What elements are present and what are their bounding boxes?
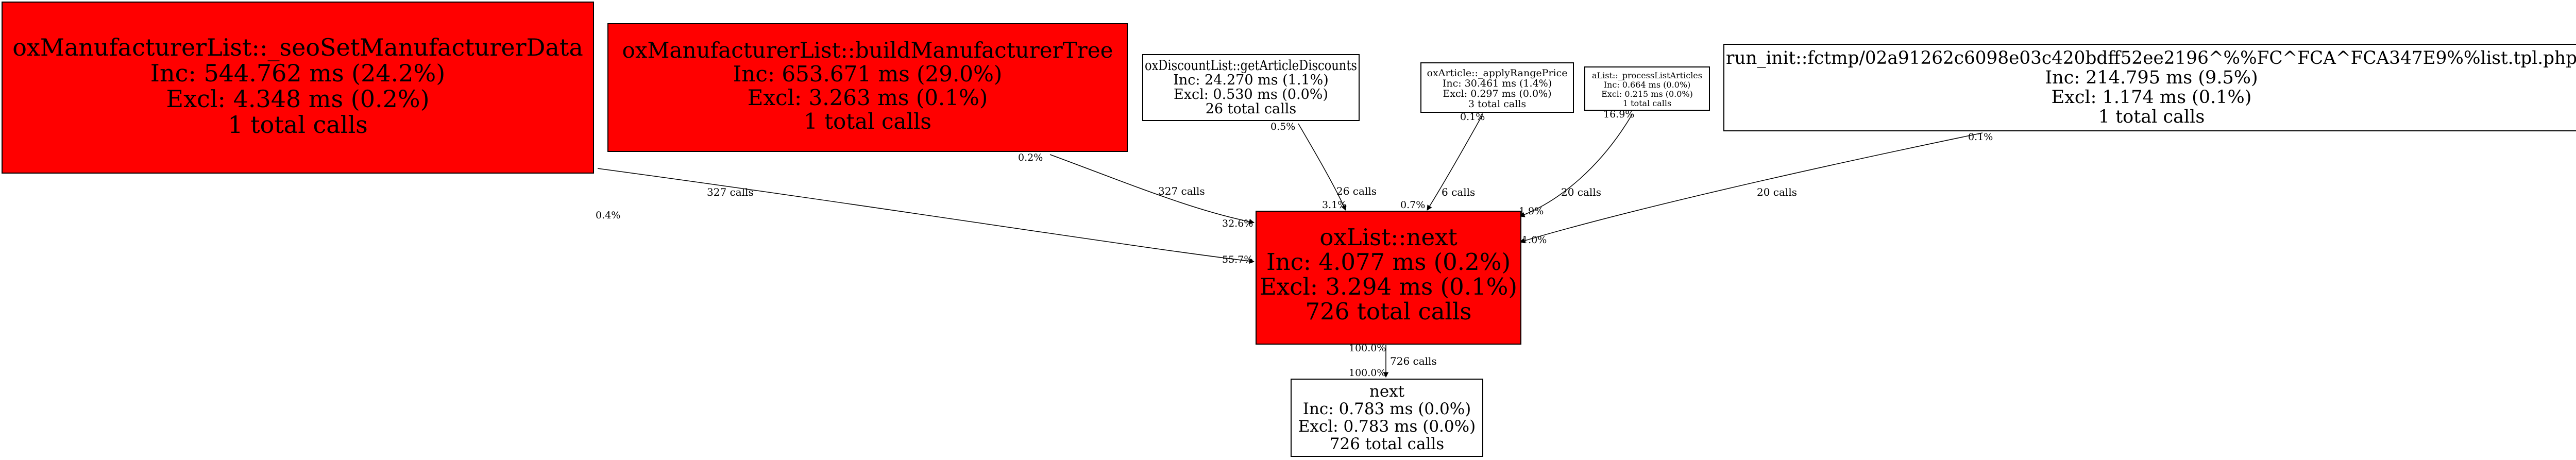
node-calls: 726 total calls bbox=[1330, 435, 1444, 453]
node-calls: 1 total calls bbox=[228, 111, 368, 139]
node-box bbox=[1142, 54, 1360, 121]
node-box bbox=[1584, 66, 1710, 111]
node-excl: Excl: 1.174 ms (0.1%) bbox=[2052, 87, 2252, 108]
node-next[interactable]: next Inc: 0.783 ms (0.0%) Excl: 0.783 ms… bbox=[1291, 379, 1483, 457]
node-excl: Excl: 0.215 ms (0.0%) bbox=[1601, 89, 1693, 99]
edge-discount-to-oxnext[interactable]: 26 calls 0.5% 3.1% bbox=[1270, 121, 1377, 211]
node-title: run_init::fctmp/02a91262c6098e03c420bdff… bbox=[1726, 48, 2576, 69]
node-calls: 3 total calls bbox=[1468, 98, 1526, 110]
node-inc: Inc: 544.762 ms (24.2%) bbox=[150, 59, 445, 87]
node-excl: Excl: 3.263 ms (0.1%) bbox=[748, 85, 988, 110]
node-run-init-list-tpl[interactable]: run_init::fctmp/02a91262c6098e03c420bdff… bbox=[1723, 44, 2576, 131]
node-box bbox=[1723, 44, 2576, 131]
node-calls: 26 total calls bbox=[1206, 101, 1297, 117]
node-box bbox=[1291, 379, 1483, 457]
node-box bbox=[1420, 62, 1574, 113]
edge-dst-pct: 55.7% bbox=[1222, 254, 1253, 265]
edge-dst-pct: 1.9% bbox=[1519, 206, 1544, 217]
node-excl: Excl: 0.297 ms (0.0%) bbox=[1443, 88, 1551, 99]
node-build-manufacturer-tree[interactable]: oxManufacturerList::buildManufacturerTre… bbox=[607, 23, 1128, 152]
node-title: oxArticle::_applyRangePrice bbox=[1427, 67, 1568, 79]
node-excl: Excl: 3.294 ms (0.1%) bbox=[1260, 273, 1517, 300]
node-box bbox=[1256, 211, 1521, 345]
edge-line bbox=[1427, 114, 1483, 211]
edge-oxnext-to-next[interactable]: 726 calls 100.0% 100.0% bbox=[1349, 343, 1437, 379]
node-box bbox=[607, 23, 1128, 152]
node-inc: Inc: 0.664 ms (0.0%) bbox=[1604, 80, 1691, 90]
node-title: aList::_processListArticles bbox=[1592, 71, 1702, 80]
node-excl: Excl: 4.348 ms (0.2%) bbox=[166, 85, 429, 113]
edge-range-to-oxnext[interactable]: 6 calls 0.1% 0.7% bbox=[1400, 111, 1485, 211]
node-process-list-articles[interactable]: aList::_processListArticles Inc: 0.664 m… bbox=[1584, 66, 1710, 111]
node-inc: Inc: 653.671 ms (29.0%) bbox=[733, 61, 1003, 87]
edge-calls-label: 327 calls bbox=[1158, 185, 1205, 197]
node-seo-set-manufacturer-data[interactable]: oxManufacturerList::_seoSetManufacturerD… bbox=[2, 2, 594, 174]
node-title: next bbox=[1369, 382, 1405, 401]
edge-calls-label: 327 calls bbox=[707, 186, 754, 198]
edge-calls-label: 20 calls bbox=[1561, 186, 1601, 198]
node-get-article-discounts[interactable]: oxDiscountList::getArticleDiscounts Inc:… bbox=[1142, 54, 1360, 121]
edge-run-to-oxnext[interactable]: 20 calls 0.1% 1.0% bbox=[1519, 131, 1993, 246]
node-inc: Inc: 30.461 ms (1.4%) bbox=[1443, 78, 1552, 89]
node-inc: Inc: 24.270 ms (1.1%) bbox=[1173, 72, 1329, 88]
edge-dst-pct: 100.0% bbox=[1349, 367, 1386, 379]
edge-calls-label: 6 calls bbox=[1442, 186, 1475, 198]
node-inc: Inc: 4.077 ms (0.2%) bbox=[1266, 248, 1511, 276]
edge-alist-to-oxnext[interactable]: 20 calls 16.9% 1.9% bbox=[1519, 109, 1634, 217]
edge-src-pct: 0.1% bbox=[1460, 111, 1485, 123]
edge-seo-to-oxnext[interactable]: 327 calls 0.4% 55.7% bbox=[596, 168, 1255, 265]
node-title: oxManufacturerList::_seoSetManufacturerD… bbox=[12, 33, 583, 61]
node-inc: Inc: 214.795 ms (9.5%) bbox=[2045, 67, 2258, 88]
edge-dst-pct: 32.6% bbox=[1222, 218, 1253, 229]
edge-src-pct: 0.1% bbox=[1968, 131, 1993, 143]
node-oxlist-next[interactable]: oxList::next Inc: 4.077 ms (0.2%) Excl: … bbox=[1256, 211, 1521, 345]
edge-line bbox=[597, 168, 1255, 264]
node-title: oxManufacturerList::buildManufacturerTre… bbox=[622, 38, 1113, 63]
node-calls: 1 total calls bbox=[1623, 98, 1671, 108]
edge-calls-label: 726 calls bbox=[1390, 355, 1437, 367]
edge-src-pct: 0.5% bbox=[1270, 121, 1295, 132]
edge-calls-label: 26 calls bbox=[1336, 185, 1377, 197]
edge-line bbox=[1519, 132, 1983, 244]
node-title: oxList::next bbox=[1319, 224, 1457, 251]
edge-calls-label: 20 calls bbox=[1757, 186, 1797, 198]
node-calls: 726 total calls bbox=[1306, 298, 1472, 325]
edge-build-to-oxnext[interactable]: 327 calls 0.2% 32.6% bbox=[1018, 152, 1255, 229]
node-excl: Excl: 0.783 ms (0.0%) bbox=[1298, 417, 1476, 436]
node-excl: Excl: 0.530 ms (0.0%) bbox=[1174, 87, 1328, 103]
node-apply-range-price[interactable]: oxArticle::_applyRangePrice Inc: 30.461 … bbox=[1420, 62, 1574, 113]
edge-line bbox=[1298, 123, 1346, 211]
node-inc: Inc: 0.783 ms (0.0%) bbox=[1303, 400, 1471, 418]
edge-src-pct: 0.2% bbox=[1018, 152, 1043, 163]
edge-line bbox=[1519, 114, 1633, 217]
edge-dst-pct: 0.7% bbox=[1400, 199, 1425, 211]
edge-src-pct: 16.9% bbox=[1603, 109, 1634, 120]
node-calls: 1 total calls bbox=[2098, 107, 2205, 127]
edge-src-pct: 0.4% bbox=[596, 210, 620, 221]
edge-dst-pct: 3.1% bbox=[1322, 199, 1347, 211]
edge-line bbox=[1049, 154, 1255, 225]
edge-dst-pct: 1.0% bbox=[1522, 234, 1547, 246]
node-title: oxDiscountList::getArticleDiscounts bbox=[1145, 58, 1357, 74]
node-box bbox=[2, 2, 594, 174]
edge-src-pct: 100.0% bbox=[1349, 343, 1386, 354]
node-calls: 1 total calls bbox=[804, 109, 931, 134]
